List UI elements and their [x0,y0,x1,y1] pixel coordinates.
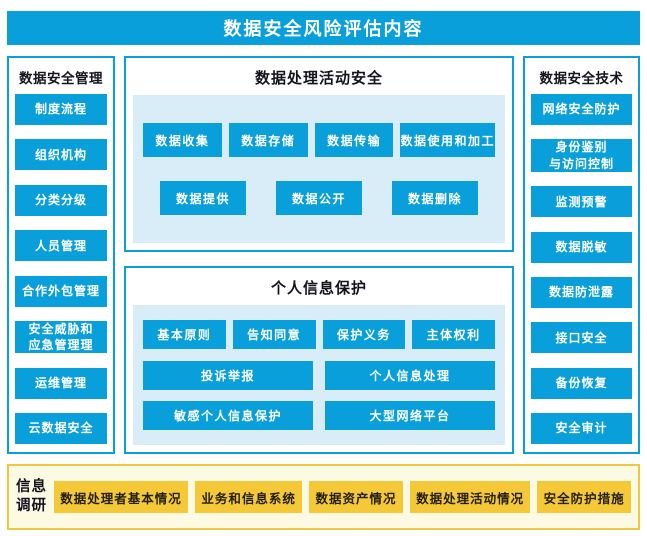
list-item: 合作外包管理 [15,275,107,307]
list-item: 数据脱敏 [531,231,632,263]
button-row: 数据收集 数据存储 数据传输 数据使用和加工 [143,123,495,157]
list-item: 数据传输 [314,123,394,157]
button-row: 基本原则 告知同意 保护义务 主体权利 [143,320,495,350]
panel-title: 信息 调研 [16,479,47,514]
list-item: 分类分级 [15,184,107,216]
center-column: 数据处理活动安全 数据收集 数据存储 数据传输 数据使用和加工 数据提供 数据公… [124,56,514,454]
list-item: 安全威胁和 应急管理理 [15,320,107,354]
panel-title: 数据安全管理 [19,71,103,86]
list-item: 投诉举报 [143,360,313,390]
panel-body: 数据收集 数据存储 数据传输 数据使用和加工 数据提供 数据公开 数据删除 [133,95,505,243]
survey-badge: 数据资产情况 [309,481,403,513]
panel-data-processing-activity-security: 数据处理活动安全 数据收集 数据存储 数据传输 数据使用和加工 数据提供 数据公… [124,56,514,252]
list-item: 云数据安全 [15,413,107,444]
panel-data-security-management: 数据安全管理 制度流程 组织机构 分类分级 人员管理 合作外包管理 安全威胁和 … [7,56,115,454]
survey-badge: 数据处理活动情况 [409,481,531,513]
panel-items: 制度流程 组织机构 分类分级 人员管理 合作外包管理 安全威胁和 应急管理理 运… [15,94,107,444]
page-title: 数据安全风险评估内容 [7,11,640,45]
list-item: 备份恢复 [531,367,632,399]
list-item: 数据删除 [392,181,478,215]
list-item: 运维管理 [15,367,107,399]
list-item: 网络安全防护 [531,94,632,125]
panel-title: 个人信息保护 [270,280,367,297]
list-item: 数据防泄露 [531,276,632,308]
button-row: 数据提供 数据公开 数据删除 [143,181,495,215]
list-item: 监测预警 [531,186,632,218]
list-item: 敏感个人信息保护 [143,400,313,430]
list-item: 保护义务 [322,320,406,350]
panel-items: 网络安全防护 身份鉴别 与访问控制 监测预警 数据脱敏 数据防泄露 接口安全 备… [531,94,632,444]
button-row: 投诉举报 个人信息处理 [143,360,495,390]
list-item: 安全审计 [531,413,632,444]
list-item: 基本原则 [143,320,226,350]
list-item: 数据提供 [160,181,246,215]
list-item: 主体权利 [412,320,495,350]
list-item: 人员管理 [15,230,107,262]
list-item: 数据使用和加工 [400,123,495,157]
survey-badge: 业务和信息系统 [195,481,303,513]
list-item: 数据存储 [228,123,308,157]
list-item: 身份鉴别 与访问控制 [531,139,632,172]
survey-badge: 数据处理者基本情况 [54,481,189,513]
list-item: 个人信息处理 [325,360,495,390]
panel-data-security-technology: 数据安全技术 网络安全防护 身份鉴别 与访问控制 监测预警 数据脱敏 数据防泄露… [523,56,640,454]
list-item: 数据公开 [276,181,362,215]
panel-information-survey: 信息 调研 数据处理者基本情况 业务和信息系统 数据资产情况 数据处理活动情况 … [7,464,640,530]
panel-title: 数据处理活动安全 [254,70,383,87]
list-item: 数据收集 [143,123,222,157]
survey-badge: 安全防护措施 [537,481,631,513]
list-item: 组织机构 [15,139,107,171]
list-item: 告知同意 [232,320,316,350]
panel-body: 基本原则 告知同意 保护义务 主体权利 投诉举报 个人信息处理 敏感个人信息保护… [133,305,505,445]
panel-title: 数据安全技术 [539,71,624,86]
panel-personal-info-protection: 个人信息保护 基本原则 告知同意 保护义务 主体权利 投诉举报 个人信息处理 敏… [124,266,514,454]
list-item: 接口安全 [531,322,632,354]
main-columns: 数据安全管理 制度流程 组织机构 分类分级 人员管理 合作外包管理 安全威胁和 … [7,56,640,454]
list-item: 大型网络平台 [325,400,495,430]
list-item: 制度流程 [15,94,107,125]
button-row: 敏感个人信息保护 大型网络平台 [143,400,495,430]
